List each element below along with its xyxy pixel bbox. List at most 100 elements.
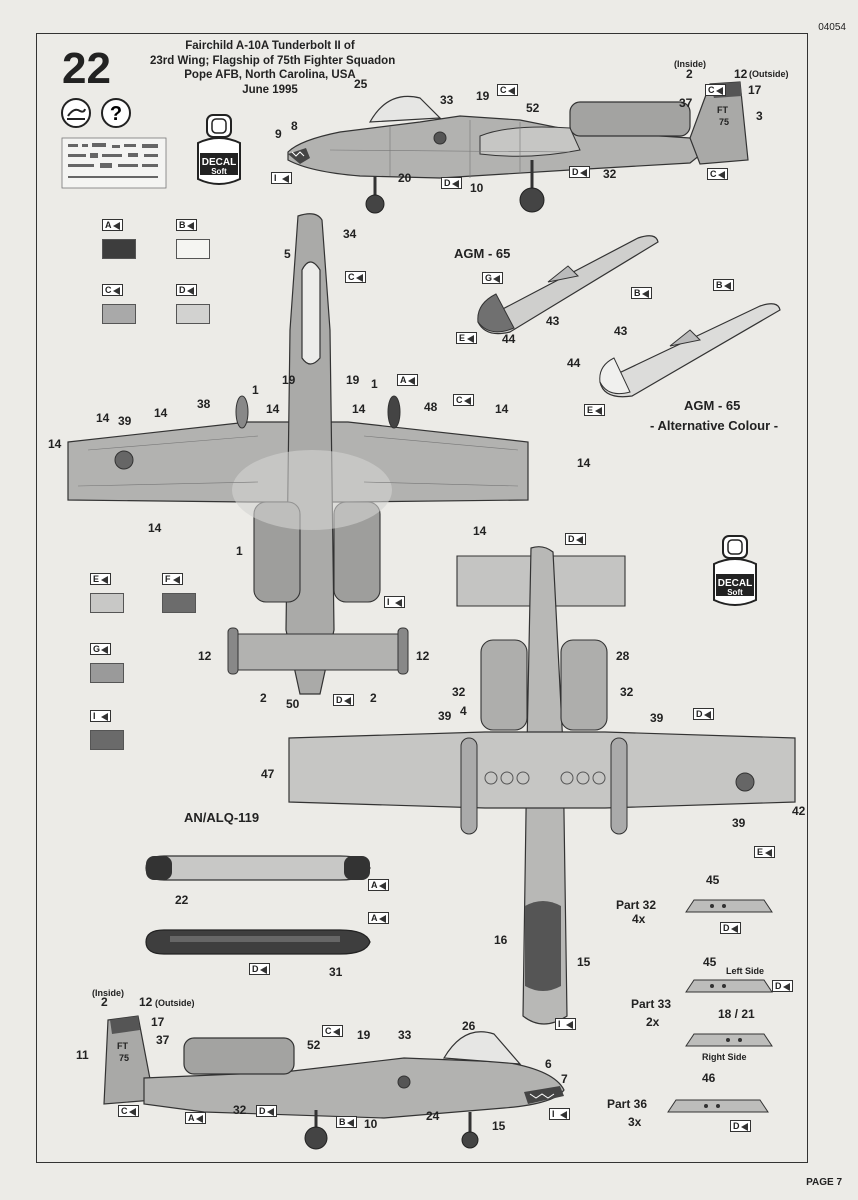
colour-tag-b: B bbox=[336, 1116, 357, 1128]
colour-tag-d: D bbox=[730, 1120, 751, 1132]
colour-tag-a: A bbox=[185, 1112, 206, 1124]
colour-tag-b: B bbox=[713, 279, 734, 291]
colour-tag-a: A bbox=[368, 912, 389, 924]
part33-name: Part 33 bbox=[631, 997, 672, 1011]
callout-number: 8 bbox=[291, 119, 298, 133]
colour-tag-a: A bbox=[397, 374, 418, 386]
colour-tag-e: E bbox=[456, 332, 477, 344]
callout-number: 12 bbox=[198, 649, 212, 663]
page-number: PAGE 7 bbox=[806, 1177, 842, 1188]
colour-tag-i: I bbox=[384, 596, 405, 608]
colour-key-tag-d: D bbox=[176, 284, 197, 296]
colour-tag-d: D bbox=[569, 166, 590, 178]
colour-tag-g: G bbox=[482, 272, 503, 284]
colour-key-tag-i: I bbox=[90, 710, 111, 722]
agm65-missile-1 bbox=[477, 235, 659, 335]
part36-num: 46 bbox=[702, 1071, 716, 1085]
callout-number: 44 bbox=[502, 332, 516, 346]
colour-tag-d: D bbox=[720, 922, 741, 934]
colour-tag-d: D bbox=[333, 694, 354, 706]
decal-soft-bottle-icon: DECAL Soft bbox=[197, 114, 241, 185]
callout-number: 14 bbox=[473, 524, 487, 538]
colour-tag-c: C bbox=[322, 1025, 343, 1037]
callout-number: 34 bbox=[343, 227, 357, 241]
alq119-pod-2 bbox=[145, 929, 371, 955]
callout-number: 14 bbox=[96, 411, 110, 425]
callout-number: 2 bbox=[686, 67, 693, 81]
callout-number: 25 bbox=[354, 77, 368, 91]
colour-key-tag-e: E bbox=[90, 573, 111, 585]
colour-swatch-c bbox=[102, 304, 136, 324]
colour-tag-d: D bbox=[772, 980, 793, 992]
callout-number: 14 bbox=[577, 456, 591, 470]
callout-number: 3 bbox=[756, 109, 763, 123]
callout-number: 26 bbox=[462, 1019, 476, 1033]
page-title: Fairchild A-10A Tunderbolt II of 23rd Wi… bbox=[150, 39, 395, 97]
catalog-code: 04054 bbox=[818, 22, 846, 33]
decal-water-icon bbox=[61, 98, 91, 128]
callout-number: 10 bbox=[470, 181, 484, 195]
colour-tag-i: I bbox=[549, 1108, 570, 1120]
callout-number: 14 bbox=[352, 402, 366, 416]
callout-number: 2 bbox=[370, 691, 377, 705]
callout-number: 39 bbox=[438, 709, 452, 723]
callout-number: 9 bbox=[275, 127, 282, 141]
page-frame bbox=[36, 33, 808, 1163]
part32-shape bbox=[685, 899, 773, 913]
part33-left-shape bbox=[685, 979, 773, 993]
colour-tag-c: C bbox=[707, 168, 728, 180]
callout-number: 5 bbox=[284, 247, 291, 261]
part32-num: 45 bbox=[706, 873, 720, 887]
colour-tag-i: I bbox=[555, 1018, 576, 1030]
side-profile-upper bbox=[287, 81, 749, 214]
colour-key-tag-a: A bbox=[102, 219, 123, 231]
callout-number: 39 bbox=[650, 711, 664, 725]
alq119-pod-1 bbox=[145, 855, 371, 881]
top-view-upper-surface bbox=[67, 213, 529, 695]
callout-number: 39 bbox=[118, 414, 132, 428]
step-number: 22 bbox=[62, 44, 111, 93]
part36-shape bbox=[667, 1099, 769, 1113]
colour-swatch-i bbox=[90, 730, 124, 750]
colour-tag-d: D bbox=[441, 177, 462, 189]
callout-number: 11 bbox=[76, 1048, 89, 1062]
callout-number: 15 bbox=[577, 955, 591, 969]
help-icon: ? bbox=[101, 98, 131, 128]
fin-serial-top: 75 bbox=[719, 117, 730, 127]
callout-number: 19 bbox=[346, 373, 360, 387]
svg-text:?: ? bbox=[110, 103, 122, 125]
colour-key-tag-b: B bbox=[176, 219, 197, 231]
agm65-alt-heading: AGM - 65 bbox=[684, 398, 741, 413]
part36-qty: 3x bbox=[628, 1115, 642, 1129]
part32-name: Part 32 bbox=[616, 898, 657, 912]
colour-key-tag-f: F bbox=[162, 573, 183, 585]
callout-number: 42 bbox=[792, 804, 806, 818]
callout-number: 38 bbox=[197, 397, 211, 411]
callout-number: 17 bbox=[748, 83, 762, 97]
decal-sheet-thumbnail bbox=[61, 137, 167, 189]
colour-tag-b: B bbox=[631, 287, 652, 299]
callout-number: 1 bbox=[252, 383, 259, 397]
callout-number: 14 bbox=[266, 402, 280, 416]
callout-number: 19 bbox=[357, 1028, 371, 1042]
callout-number: 14 bbox=[48, 437, 62, 451]
callout-number: 44 bbox=[567, 356, 581, 370]
part32-qty: 4x bbox=[632, 912, 646, 926]
callout-number: 1 bbox=[371, 377, 378, 391]
callout-number: 43 bbox=[546, 314, 560, 328]
svg-text:Soft: Soft bbox=[727, 588, 743, 597]
callout-number: 20 bbox=[398, 171, 412, 185]
colour-key-tag-g: G bbox=[90, 643, 111, 655]
part33-right-shape bbox=[685, 1033, 773, 1047]
colour-swatch-a bbox=[102, 239, 136, 259]
part33-num: 45 bbox=[703, 955, 717, 969]
colour-swatch-e bbox=[90, 593, 124, 613]
callout-number: 7 bbox=[561, 1072, 568, 1086]
title-line-3: Pope AFB, North Carolina, USA bbox=[184, 69, 356, 81]
callout-number: 15 bbox=[492, 1119, 506, 1133]
colour-tag-a: A bbox=[368, 879, 389, 891]
callout-number: 14 bbox=[495, 402, 509, 416]
callout-number: 17 bbox=[151, 1015, 165, 1029]
callout-number: 12 bbox=[139, 995, 153, 1009]
side-profile-lower bbox=[103, 1015, 565, 1150]
